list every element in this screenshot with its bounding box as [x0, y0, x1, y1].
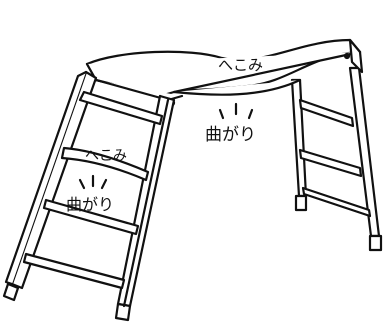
top-bend-label: 曲がり [205, 125, 256, 145]
ladder-top-platform [85, 38, 364, 107]
stress-marks [78, 102, 254, 190]
top-dent-label: へこみ [218, 56, 263, 74]
step-bend-label: 曲がり [66, 195, 114, 214]
front-ladder [2, 70, 176, 322]
rear-legs [290, 66, 383, 252]
step-dent-label: へこみ [85, 148, 127, 164]
